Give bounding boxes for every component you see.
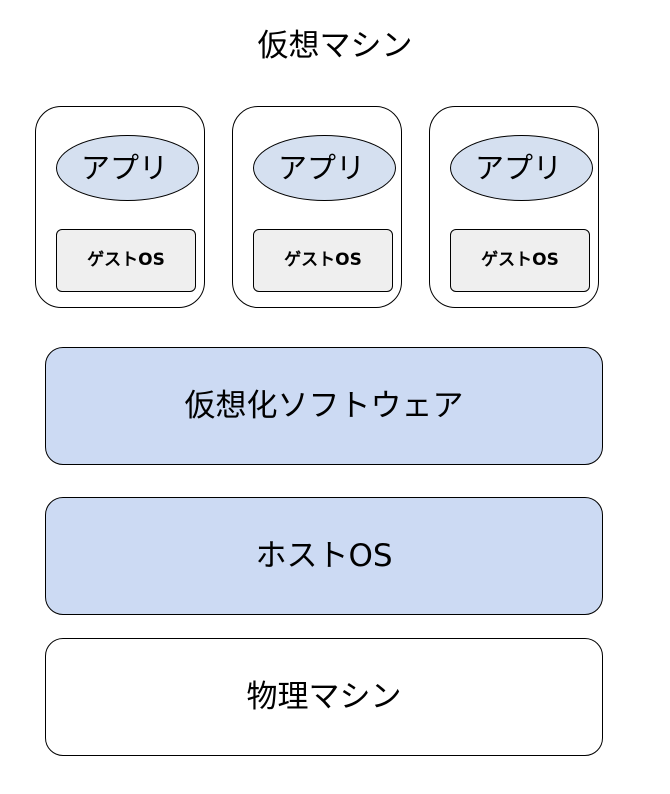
physical-machine-label: 物理マシン — [246, 678, 402, 715]
host-os-layer: ホストOS — [45, 497, 603, 615]
app-ellipse-3: アプリ — [450, 135, 593, 201]
app-ellipse-1: アプリ — [56, 135, 199, 201]
virtualization-software-layer: 仮想化ソフトウェア — [45, 347, 603, 465]
app-label-2: アプリ — [277, 150, 365, 185]
guest-os-label-1: ゲストOS — [87, 250, 165, 270]
app-ellipse-2: アプリ — [253, 135, 396, 201]
app-label-1: アプリ — [80, 150, 168, 185]
guest-os-label-2: ゲストOS — [284, 250, 362, 270]
host-os-label: ホストOS — [255, 537, 393, 574]
diagram-title: 仮想マシン — [257, 28, 413, 64]
virtual-machine-2: アプリ ゲストOS — [232, 106, 402, 308]
app-label-3: アプリ — [474, 150, 562, 185]
virtualization-software-label: 仮想化ソフトウェア — [184, 387, 464, 424]
virtual-machine-1: アプリ ゲストOS — [35, 106, 205, 308]
guest-os-box-2: ゲストOS — [253, 229, 393, 292]
guest-os-label-3: ゲストOS — [481, 250, 559, 270]
virtual-machine-3: アプリ ゲストOS — [429, 106, 599, 308]
physical-machine-layer: 物理マシン — [45, 638, 603, 756]
guest-os-box-3: ゲストOS — [450, 229, 590, 292]
guest-os-box-1: ゲストOS — [56, 229, 196, 292]
